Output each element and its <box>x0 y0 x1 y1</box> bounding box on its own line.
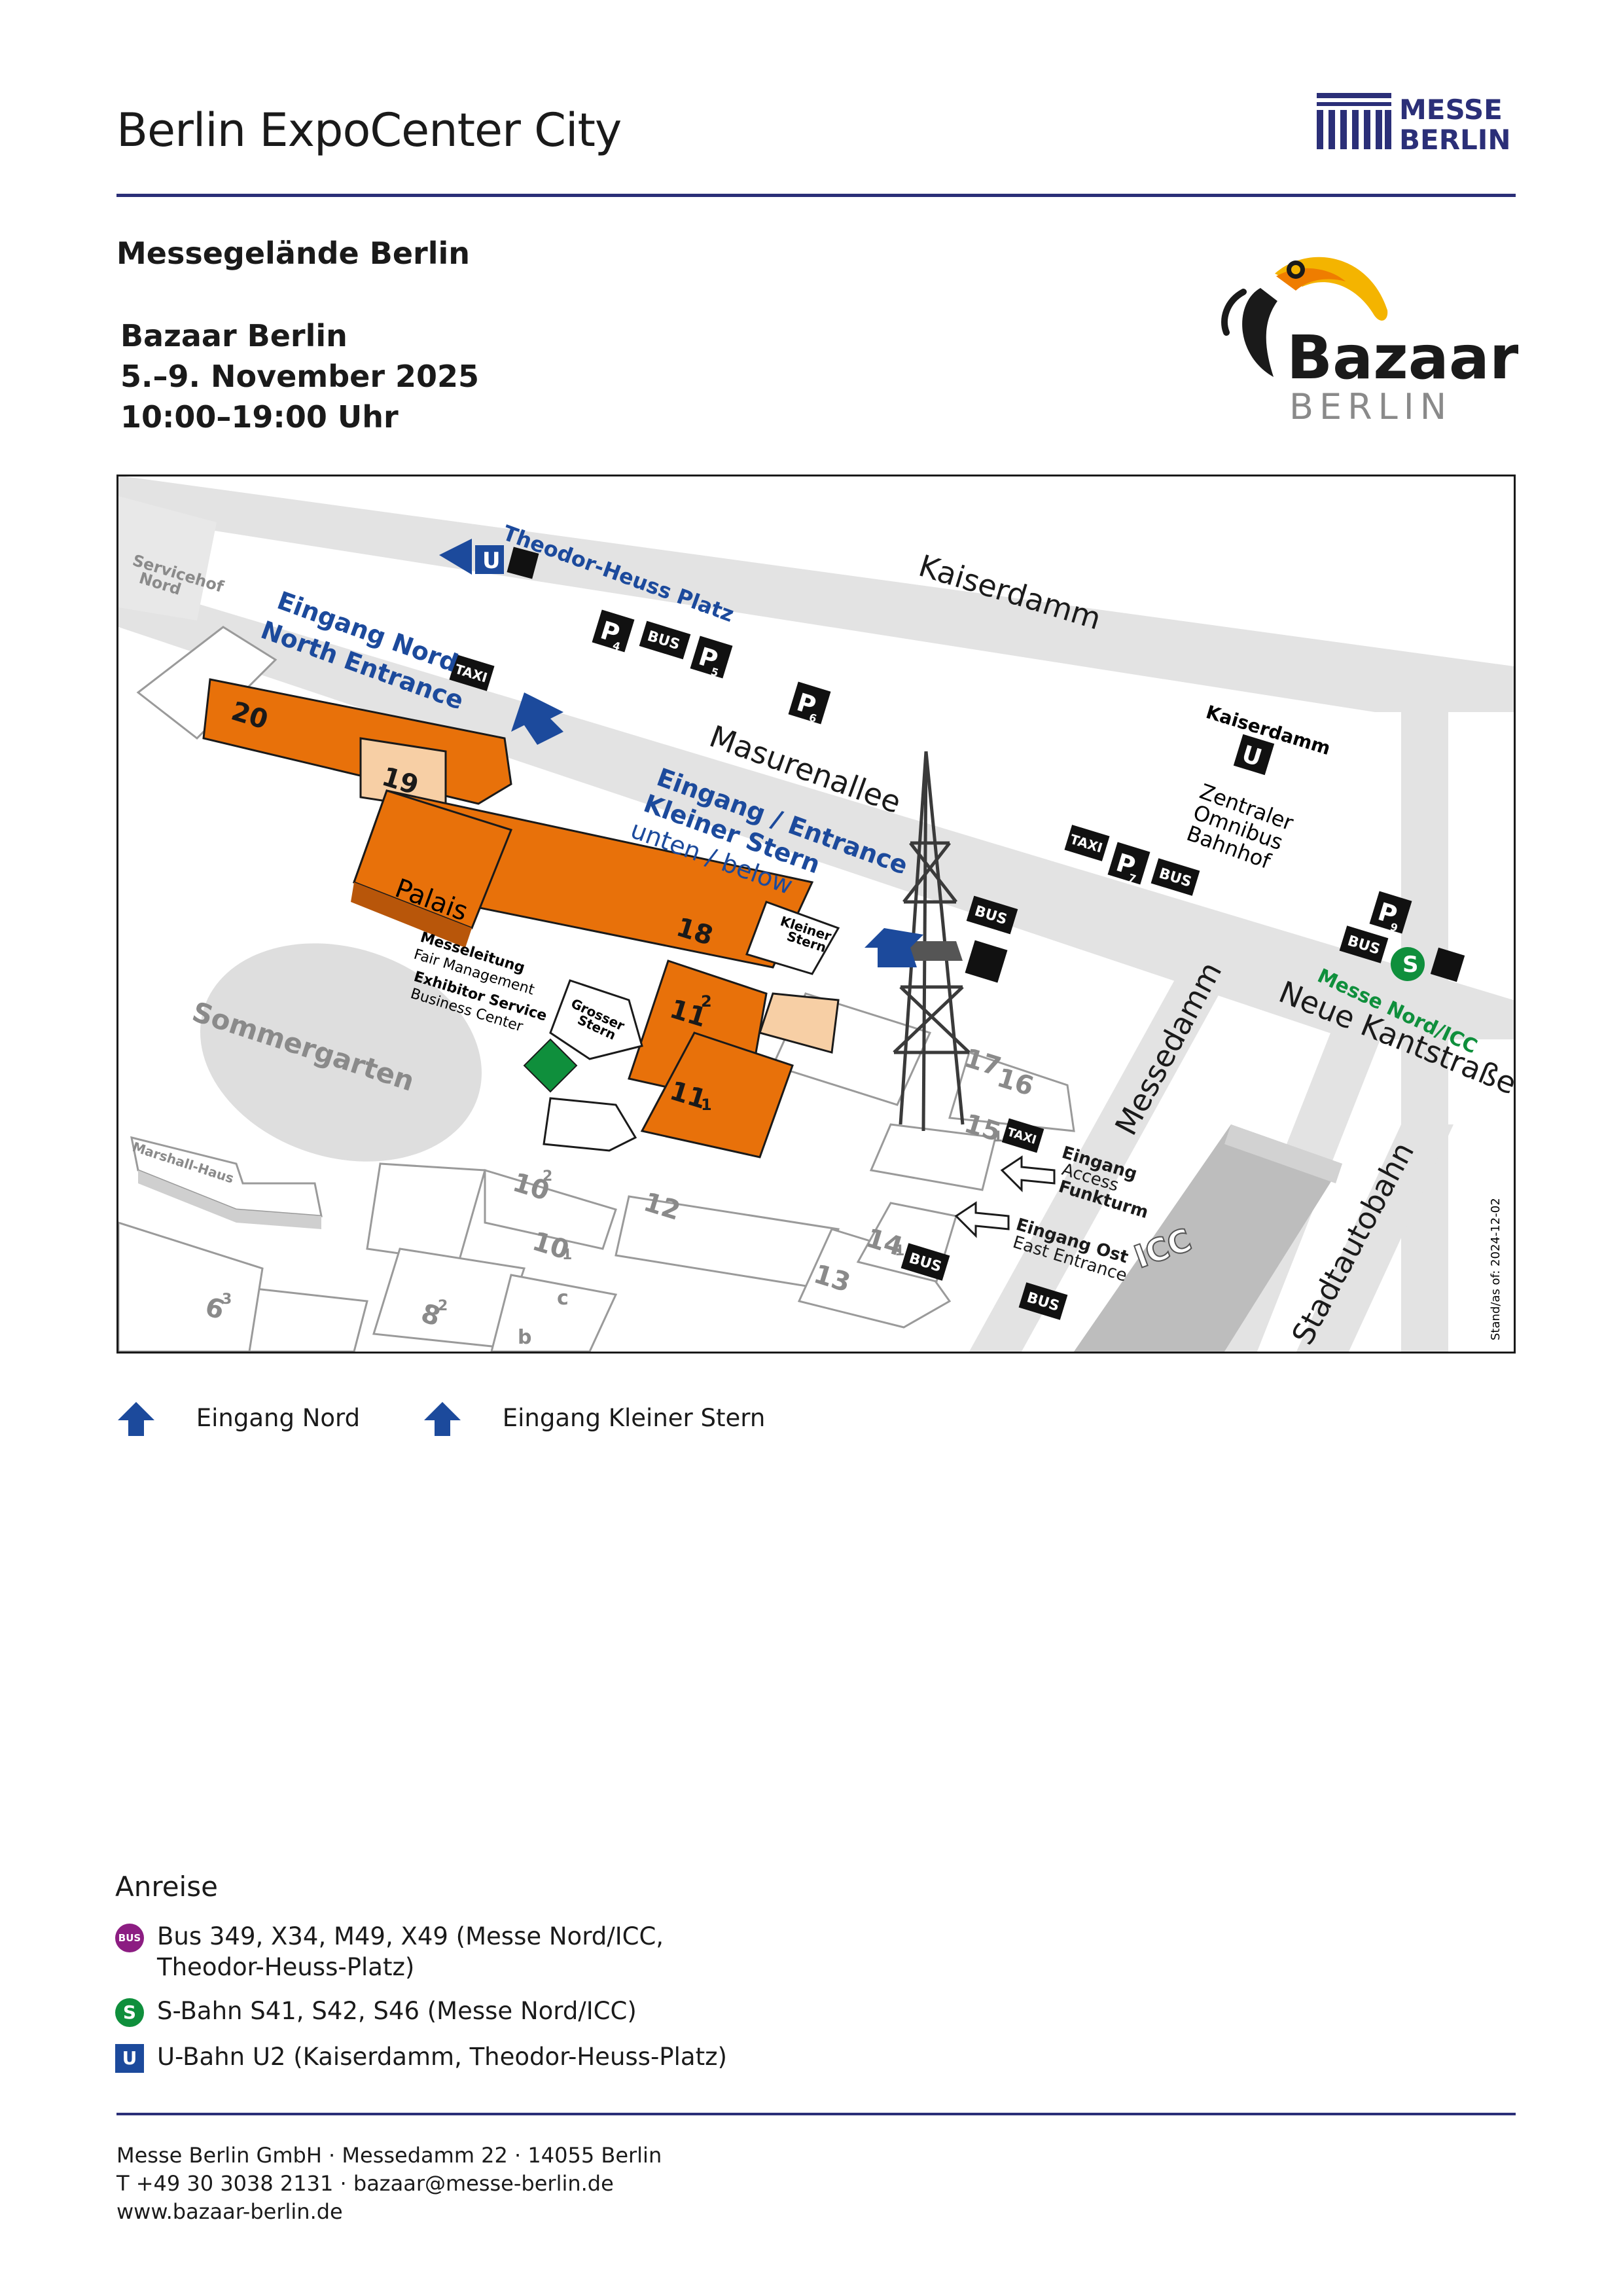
anreise-bus: BUS Bus 349, X34, M49, X49 (Messe Nord/IC… <box>115 1922 664 1982</box>
sbahn-icon: S <box>115 1998 144 2027</box>
hall-8-sup: 2 <box>438 1298 448 1314</box>
hall-6-sup: 3 <box>222 1291 232 1308</box>
sommergarten <box>200 943 482 1162</box>
bus-sign-messe-nord <box>1339 925 1389 963</box>
up-arrow-icon <box>424 1402 461 1436</box>
site-map-drawing: U S TAXI P 4 BUS <box>118 476 1514 1352</box>
road-messedamm <box>969 961 1238 1352</box>
bus-sign-theodor <box>639 620 691 660</box>
bus-sign-funkturm <box>966 895 1018 935</box>
wheelchair-icon-messe-nord <box>1430 947 1465 982</box>
messe-berlin-logo-mark: MESSE BERLIN <box>1317 93 1511 156</box>
event-dates: 5.–9. November 2025 <box>120 359 480 394</box>
event-name: Bazaar Berlin <box>120 318 348 353</box>
hall-11-1 <box>640 1031 794 1158</box>
hall-11-2-sup: 2 <box>701 992 712 1011</box>
svg-text:9: 9 <box>1389 920 1399 934</box>
up-arrow-icon <box>118 1402 154 1436</box>
site-map: U S TAXI P 4 BUS <box>116 475 1516 1354</box>
anreise-sbahn-text: S-Bahn S41, S42, S46 (Messe Nord/ICC) <box>157 1997 637 2025</box>
footer: Messe Berlin GmbH · Messedamm 22 · 14055… <box>116 2142 662 2226</box>
parking-p9-sign <box>1369 891 1412 934</box>
road-kaiserdamm <box>118 476 1514 712</box>
svg-text:5: 5 <box>709 665 720 679</box>
bus-sign-ost-2 <box>1018 1282 1068 1320</box>
entrance-nord-arrow <box>511 692 563 745</box>
hall-b-label: b <box>518 1326 531 1349</box>
svg-text:U: U <box>482 548 501 574</box>
road-stadtautobahn <box>1296 1124 1454 1352</box>
anreise-sbahn: S S-Bahn S41, S42, S46 (Messe Nord/ICC) <box>115 1996 637 2027</box>
bazaar-logo-word: Bazaar <box>1287 323 1518 393</box>
bus-sign-ost-1 <box>901 1243 950 1281</box>
event-info: Bazaar Berlin 5.–9. November 2025 10:00–… <box>120 315 479 437</box>
page-title: Berlin ExpoCenter City <box>116 103 622 157</box>
bus-icon: BUS <box>115 1923 144 1952</box>
svg-text:S: S <box>1402 952 1419 978</box>
map-stand-date: Stand/as of: 2024-12-02 <box>1489 1198 1503 1340</box>
ubahn-icon <box>475 545 504 574</box>
bazaar-berlin-logo: Bazaar BERLIN <box>1198 247 1520 431</box>
road-masurenallee <box>118 588 1514 1039</box>
footer-divider <box>116 2113 1516 2115</box>
logo-text-messe: MESSE <box>1399 94 1503 126</box>
header-divider <box>116 194 1516 197</box>
street-messedamm: Messedamm <box>1108 956 1228 1141</box>
bazaar-logo-sub: BERLIN <box>1289 386 1452 427</box>
event-hours: 10:00–19:00 Uhr <box>120 399 399 435</box>
parking-p5-sign <box>690 636 733 679</box>
ubahn-icon: U <box>115 2043 144 2073</box>
footer-website[interactable]: www.bazaar-berlin.de <box>116 2199 343 2224</box>
map-signs <box>449 609 1465 1320</box>
ubahn-kaiserdamm-icon <box>1233 734 1275 776</box>
hall-15-sub: 1 <box>993 1129 1003 1145</box>
hall-11-1-sub: 1 <box>701 1096 712 1114</box>
hall-c-label: c <box>557 1287 569 1310</box>
taxi-sign-zob <box>1064 825 1110 861</box>
parking-p6-sign <box>788 681 831 725</box>
toucan-icon: Bazaar BERLIN <box>1221 257 1520 427</box>
messeleitung-icon <box>523 1038 578 1093</box>
svg-text:4: 4 <box>611 639 622 653</box>
svg-text:7: 7 <box>1127 871 1137 885</box>
venue-name: Messegelände Berlin <box>116 236 470 271</box>
kleiner-stern <box>745 901 840 975</box>
anreise-title: Anreise <box>115 1871 218 1903</box>
entrance-kleiner-stern-arrow <box>865 928 923 967</box>
entrance-funkturm-arrow <box>1000 1155 1056 1193</box>
grosser-stern <box>549 979 643 1060</box>
anreise-ubahn: U U-Bahn U2 (Kaiserdamm, Theodor-Heuss-Pl… <box>115 2042 727 2073</box>
anreise-bus-line1: Bus 349, X34, M49, X49 (Messe Nord/ICC, <box>157 1922 664 1950</box>
anreise-ubahn-text: U-Bahn U2 (Kaiserdamm, Theodor-Heuss-Pla… <box>157 2043 727 2071</box>
taxi-sign-funkturm <box>1001 1118 1044 1153</box>
parking-p7-sign <box>1107 842 1150 885</box>
hall-10-2-sup: 2 <box>543 1168 552 1185</box>
sbahn-icon <box>1391 947 1425 981</box>
taxi-sign-nord <box>449 655 495 691</box>
anreise-bus-line2: Theodor-Heuss-Platz) <box>157 1952 415 1981</box>
station-arrow-icon <box>439 539 472 575</box>
charging-station-icon <box>965 940 1008 983</box>
hall-14-sub: 1 <box>895 1243 904 1259</box>
legend-kleiner-stern: Eingang Kleiner Stern <box>423 1401 765 1437</box>
logo-text-berlin: BERLIN <box>1399 124 1511 154</box>
parking-p4-sign <box>592 609 635 653</box>
hall-10-1-sub: 1 <box>562 1247 572 1263</box>
messe-berlin-logo: MESSE BERLIN <box>1317 92 1520 156</box>
bus-sign-zob <box>1150 858 1200 896</box>
legend-nord-label: Eingang Nord <box>196 1403 361 1432</box>
svg-text:6: 6 <box>808 711 818 725</box>
icc-building <box>1074 1124 1342 1352</box>
footer-address: Messe Berlin GmbH · Messedamm 22 · 14055… <box>116 2143 662 2168</box>
wheelchair-icon <box>507 547 539 579</box>
legend-nord: Eingang Nord <box>116 1401 360 1437</box>
entrance-ost-arrow <box>954 1201 1010 1238</box>
footer-contact: T +49 30 3038 2131 · bazaar@messe-berlin… <box>116 2171 614 2196</box>
legend-kleiner-stern-label: Eingang Kleiner Stern <box>502 1403 766 1432</box>
